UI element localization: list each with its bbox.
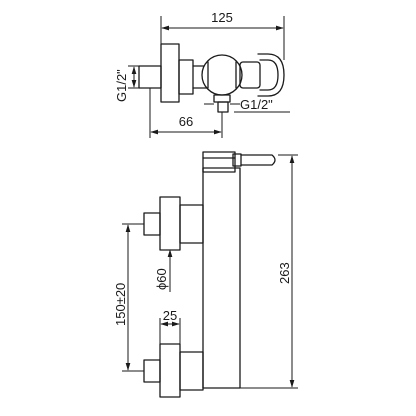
side-view: 150±20 ϕ60 25 263 [113,151,298,398]
top-thread-left-label: G1/2" [114,69,129,102]
side-connector-label: 25 [163,308,177,323]
top-offset-label: 66 [179,114,193,129]
side-spacing-label: 150±20 [113,283,128,326]
side-diameter-label: ϕ60 [154,268,169,290]
side-height-label: 263 [277,262,292,284]
top-thread-right-label: G1/2" [240,97,273,112]
top-width-label: 125 [211,10,233,25]
top-view: G1/2" G1/2" 66 125 [114,10,290,138]
